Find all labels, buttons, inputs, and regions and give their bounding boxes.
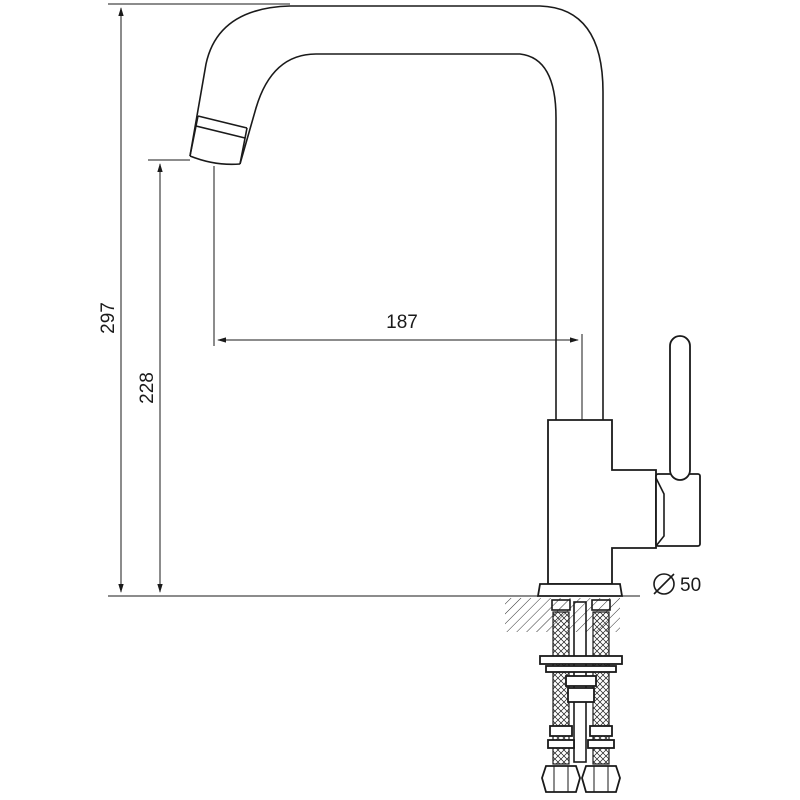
dim-spout-reach-label: 187: [386, 312, 418, 333]
dim-base-diameter: 50: [653, 573, 701, 596]
dim-spout-reach: 187: [213, 166, 583, 420]
supply-hoses: [539, 599, 623, 793]
dim-spout-height: 228: [137, 159, 190, 593]
dim-spout-height-label: 228: [137, 372, 158, 404]
dim-total-height-label: 297: [98, 302, 119, 334]
dim-total-height: 297: [98, 3, 290, 593]
dim-base-diameter-label: 50: [680, 575, 701, 596]
lever-handle: [669, 335, 691, 481]
faucet-body: [536, 335, 701, 597]
base-ring: [536, 583, 624, 597]
spout: [189, 5, 604, 420]
